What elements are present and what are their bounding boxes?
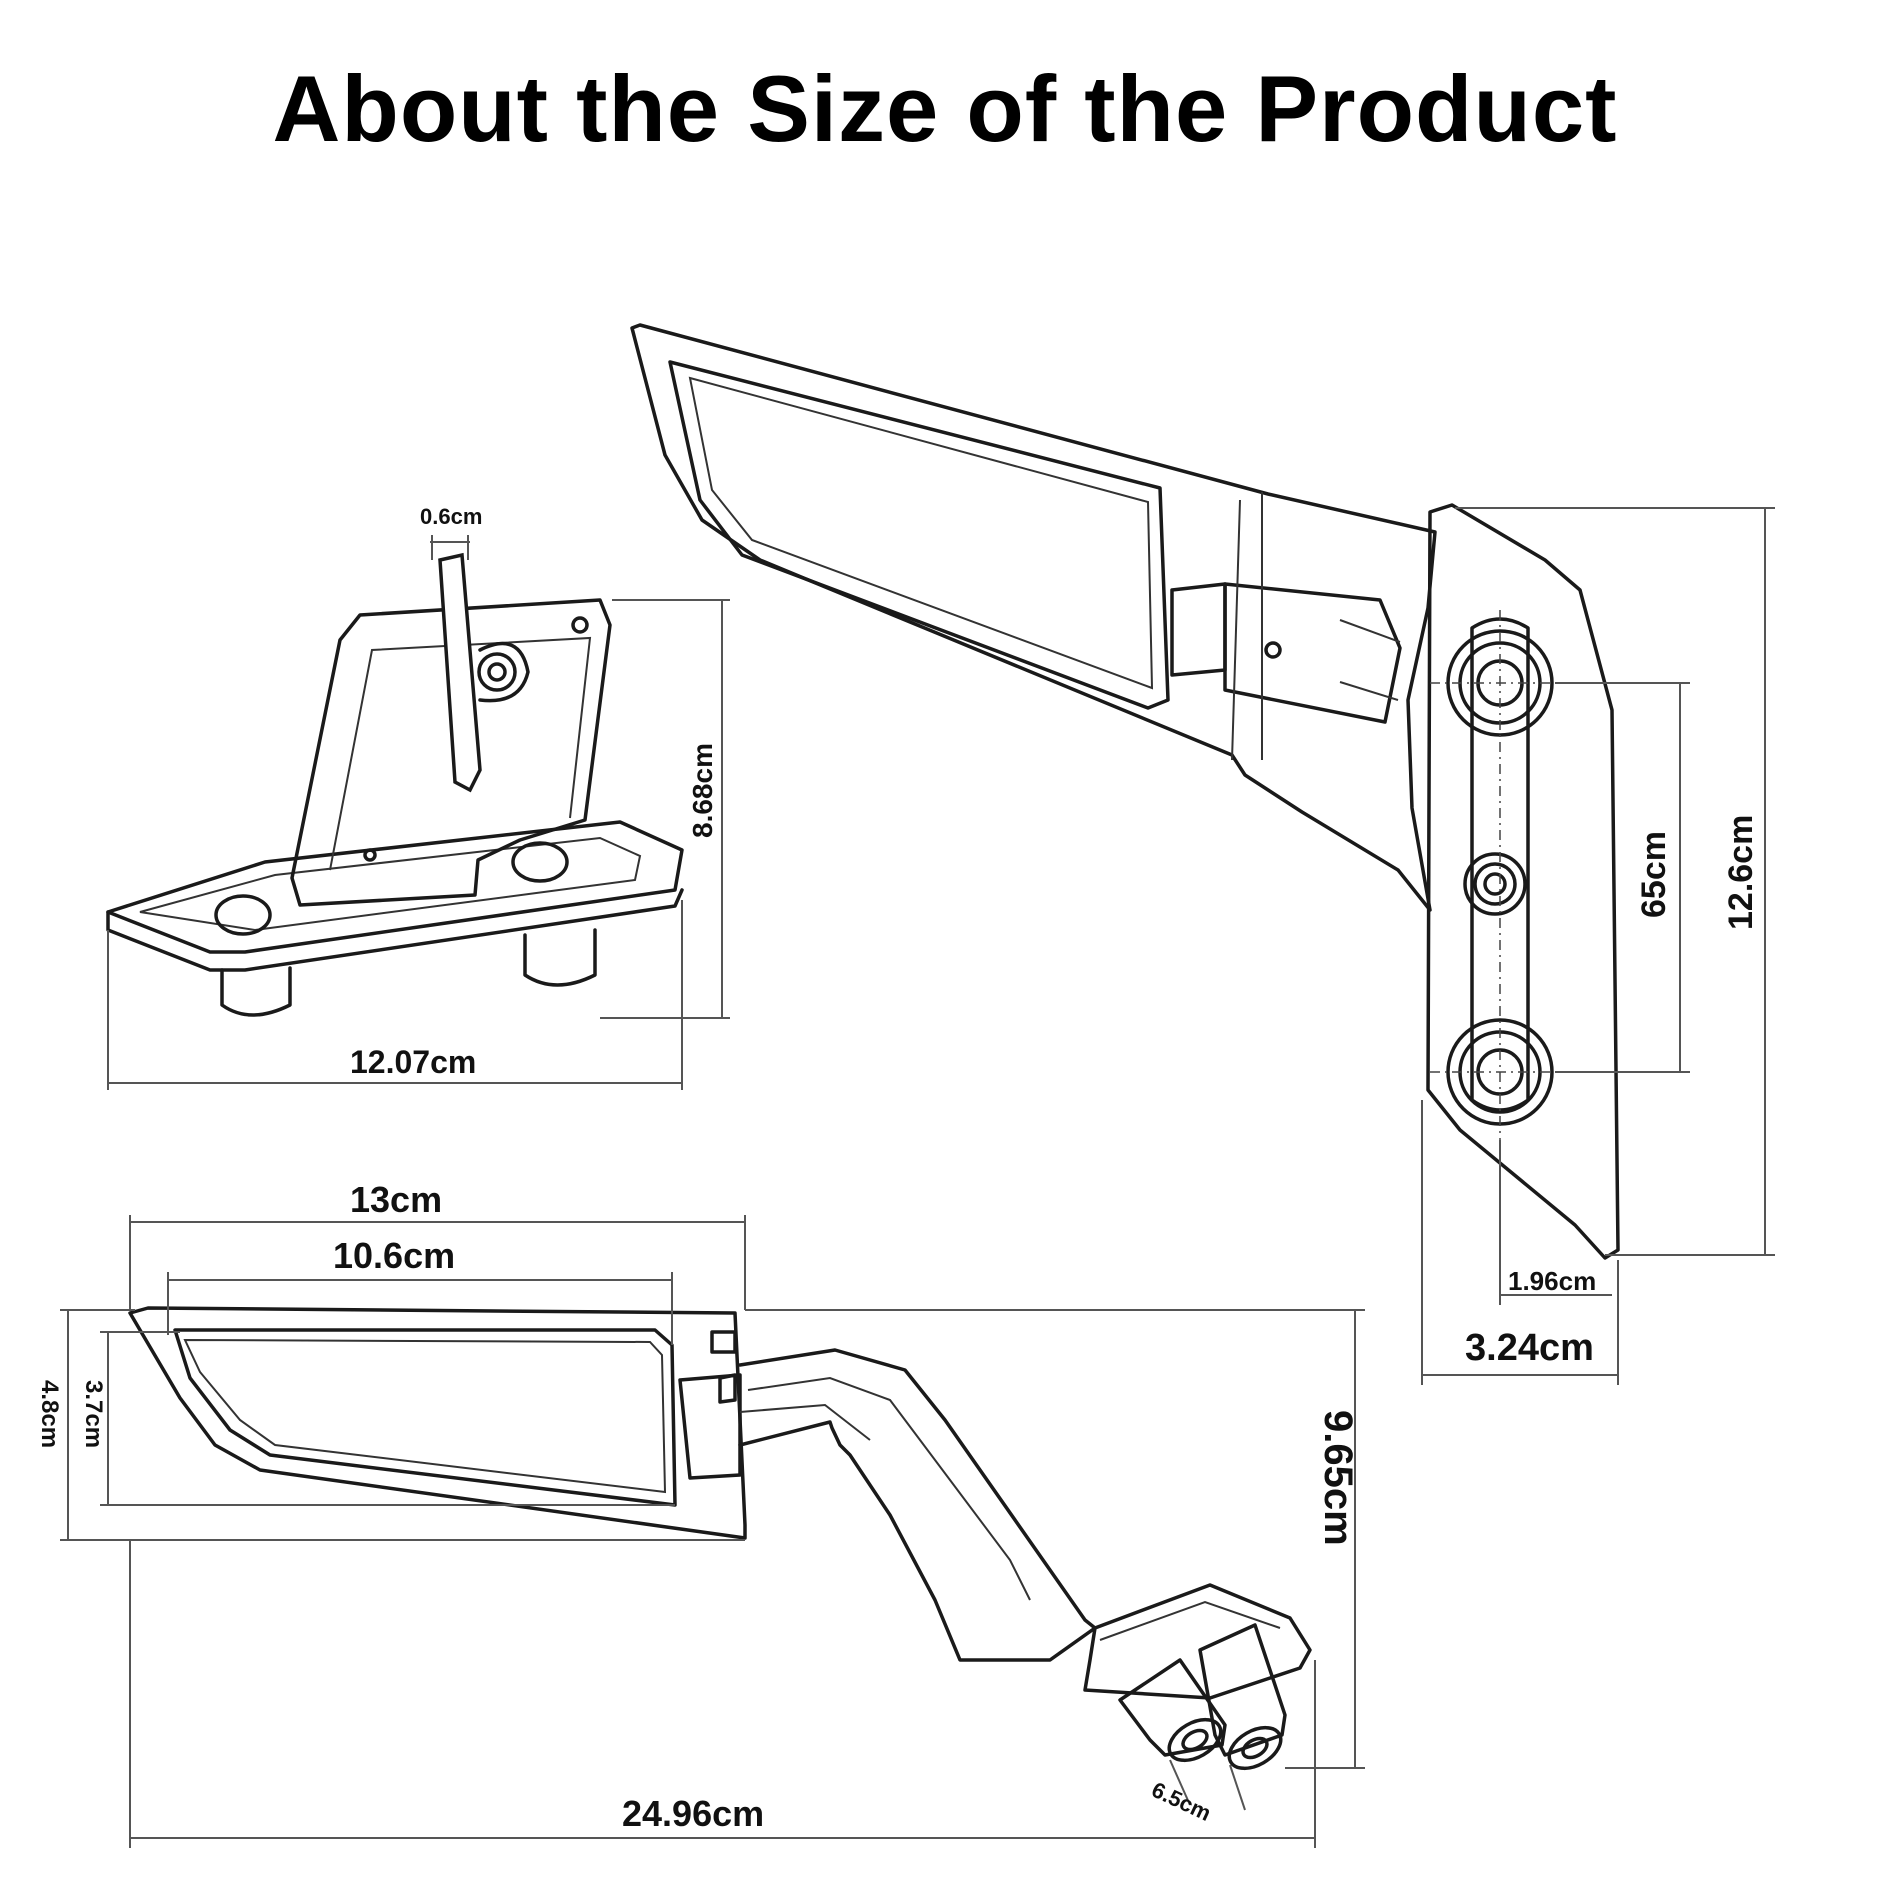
dim-bracket-inner-width: 1.96cm	[1508, 1266, 1596, 1296]
dim-mirror-length: 13cm	[350, 1179, 442, 1220]
dim-overall-length: 24.96cm	[622, 1793, 764, 1834]
side-view-drawing	[60, 1215, 1365, 1848]
dim-mount-height: 8.68cm	[687, 743, 718, 838]
dim-mirror-height: 4.8cm	[36, 1380, 63, 1448]
mount-base-drawing	[106, 535, 730, 1090]
dim-bracket-height: 12.6cm	[1722, 815, 1760, 930]
mirror-bracket-drawing	[630, 323, 1775, 1385]
dim-glass-length: 10.6cm	[333, 1235, 455, 1276]
page-title: About the Size of the Product	[272, 56, 1618, 161]
dim-rail-thickness: 0.6cm	[420, 504, 482, 529]
dim-bracket-width: 3.24cm	[1465, 1327, 1594, 1369]
dim-mount-width: 12.07cm	[350, 1044, 476, 1080]
dim-hole-spacing: 65cm	[1635, 831, 1673, 918]
dim-overall-height: 9.65cm	[1316, 1410, 1360, 1546]
dim-glass-height: 3.7cm	[80, 1380, 107, 1448]
